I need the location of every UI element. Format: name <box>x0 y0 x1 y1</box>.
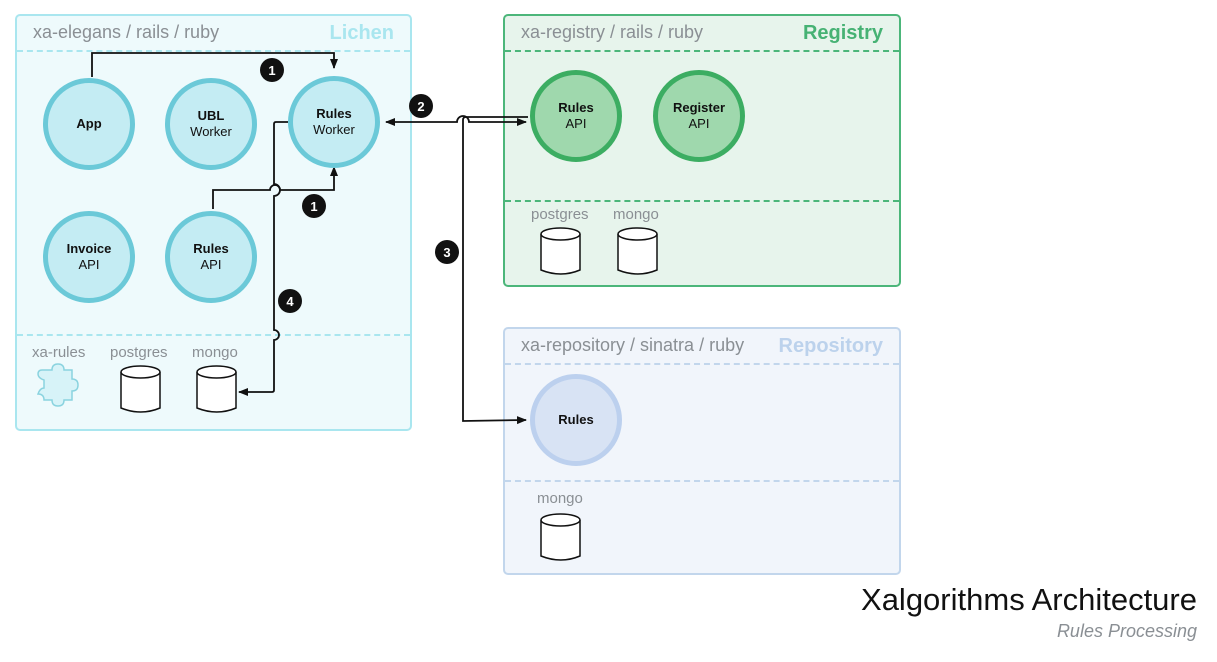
repository-subtitle: xa-repository / sinatra / ruby <box>521 335 745 355</box>
registry-storage-divider <box>505 200 899 202</box>
registry-mongo-db-icon <box>617 227 658 275</box>
store-label-xa-rules: xa-rules <box>32 344 86 361</box>
registry-node-rules-api[interactable]: Rules API <box>530 70 622 162</box>
lichen-node-ubl-worker[interactable]: UBL Worker <box>165 78 257 170</box>
step-badge-1: 1 <box>260 58 284 82</box>
step-badge-3: 3 <box>435 240 459 264</box>
app-to-rules-worker-arrow <box>91 52 338 77</box>
node-name: Rules <box>316 106 352 121</box>
registry-subtitle: xa-registry / rails / ruby <box>521 22 704 42</box>
registry-repository-arrow <box>462 116 528 425</box>
repository-store-label-mongo: mongo <box>537 490 583 507</box>
registry-node-register-api[interactable]: Register API <box>653 70 745 162</box>
lichen-node-app[interactable]: App <box>43 78 135 170</box>
registry-title: Registry <box>802 22 883 44</box>
diagram-title: Xalgorithms Architecture <box>861 582 1197 617</box>
lichen-subtitle: xa-elegans / rails / ruby <box>33 22 220 42</box>
registry-store-label-postgres: postgres <box>531 206 589 223</box>
lichen-postgres-db-icon <box>120 365 161 413</box>
node-sub: API <box>200 257 222 272</box>
node-name: UBL <box>197 108 225 123</box>
repository-mongo-db-icon <box>540 513 581 561</box>
registry-store-label-mongo: mongo <box>613 206 659 223</box>
step-badge-4: 4 <box>278 289 302 313</box>
diagram-subtitle: Rules Processing <box>1056 621 1197 641</box>
lichen-node-rules-api[interactable]: Rules API <box>165 211 257 303</box>
puzzle-icon <box>36 363 79 407</box>
node-sub: API <box>565 116 587 131</box>
lichen-storage-divider <box>17 334 410 336</box>
node-name: Rules <box>558 100 594 115</box>
node-sub: API <box>688 116 710 131</box>
worker-registry-arrow <box>385 115 527 126</box>
repository-node-rules[interactable]: Rules <box>530 374 622 466</box>
registry-header-divider <box>505 50 899 52</box>
node-name: Rules <box>193 241 229 256</box>
lichen-mongo-db-icon <box>196 365 237 413</box>
step-badge-2: 2 <box>409 94 433 118</box>
node-sub: Worker <box>190 124 232 139</box>
lichen-header-divider <box>17 50 410 52</box>
step-badge-1b: 1 <box>302 194 326 218</box>
lichen-title: Lichen <box>329 22 394 44</box>
node-name: App <box>76 116 102 131</box>
registry-postgres-db-icon <box>540 227 581 275</box>
repository-header-divider <box>505 363 899 365</box>
worker-to-mongo-arrow <box>238 121 288 396</box>
node-sub: API <box>78 257 100 272</box>
lichen-node-invoice-api[interactable]: Invoice API <box>43 211 135 303</box>
store-label-postgres: postgres <box>110 344 168 361</box>
node-name: Register <box>672 100 726 115</box>
repository-storage-divider <box>505 480 899 482</box>
node-name: Rules <box>558 412 594 427</box>
node-sub: Worker <box>313 122 355 137</box>
node-name: Invoice <box>66 241 112 256</box>
lichen-node-rules-worker[interactable]: Rules Worker <box>288 76 380 168</box>
store-label-mongo: mongo <box>192 344 238 361</box>
repository-title: Repository <box>778 335 883 357</box>
